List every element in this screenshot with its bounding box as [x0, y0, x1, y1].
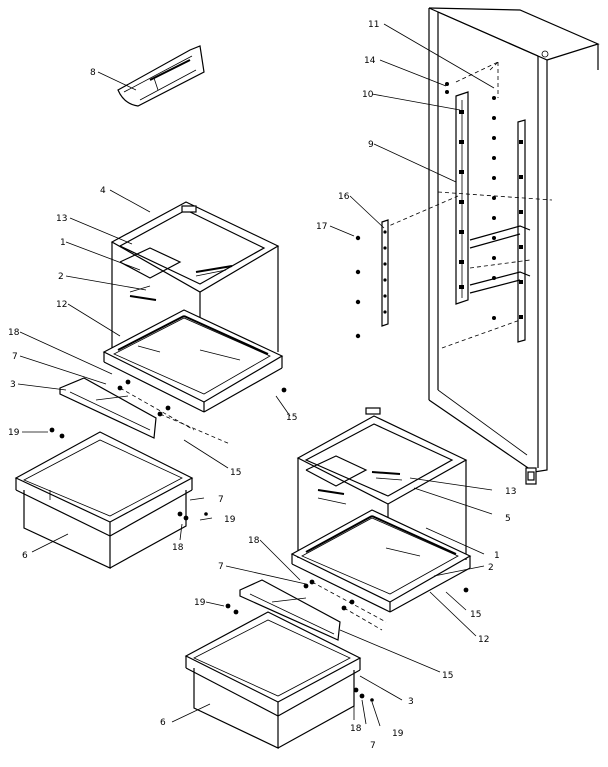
part-8-trough	[117, 45, 205, 107]
callout-1: 1	[60, 238, 66, 248]
callout-17: 17	[316, 222, 327, 232]
cabinet-liner	[428, 7, 600, 485]
callout-7: 7	[218, 562, 224, 572]
callout-7: 7	[370, 741, 376, 751]
callout-2: 2	[58, 272, 64, 282]
callout-15: 15	[442, 671, 453, 681]
callout-3: 3	[408, 697, 414, 707]
callout-19: 19	[392, 729, 404, 739]
callout-19: 19	[224, 515, 236, 525]
callout-7: 7	[218, 495, 224, 505]
callout-15: 15	[286, 413, 297, 423]
callout-18: 18	[8, 328, 20, 338]
callout-5: 5	[505, 514, 511, 524]
callout-11: 11	[368, 20, 379, 30]
callout-2: 2	[488, 563, 494, 573]
upper-shelf-frame	[102, 309, 284, 413]
callout-15: 15	[230, 468, 241, 478]
callout-18: 18	[172, 543, 184, 553]
callout-8: 8	[90, 68, 96, 78]
callout-13: 13	[56, 214, 67, 224]
upper-front-bar	[49, 377, 287, 445]
callout-3: 3	[10, 380, 16, 390]
callout-1: 1	[494, 551, 500, 561]
liner-screws	[445, 82, 496, 320]
callout-19: 19	[8, 428, 20, 438]
support-brackets	[437, 191, 553, 349]
guide-lines	[383, 61, 499, 229]
callout-18: 18	[248, 536, 260, 546]
callout-14: 14	[364, 56, 376, 66]
callout-18: 18	[350, 724, 362, 734]
shelf-rail-right	[517, 119, 526, 343]
callout-12: 12	[478, 635, 489, 645]
callout-7: 7	[12, 352, 18, 362]
lower-front-bar	[225, 579, 469, 641]
callout-19: 19	[194, 598, 206, 608]
callout-10: 10	[362, 90, 374, 100]
callout-labels: 8 4 13 1 2 12 18 7 3 19 15 15 7 19 18 6 …	[8, 20, 516, 751]
callout-4: 4	[100, 186, 106, 196]
callout-15: 15	[470, 610, 481, 620]
callout-6: 6	[160, 718, 166, 728]
callout-16: 16	[338, 192, 350, 202]
leader-lines	[17, 23, 495, 727]
lower-crisper-cover	[296, 407, 468, 560]
callout-12: 12	[56, 300, 67, 310]
callout-9: 9	[368, 140, 374, 150]
lower-shelf-frame	[290, 509, 472, 613]
callout-6: 6	[22, 551, 28, 561]
upper-crisper-drawer	[14, 431, 208, 569]
lower-crisper-drawer	[184, 611, 374, 749]
upper-crisper-cover	[110, 201, 280, 354]
shelf-rail-left	[455, 91, 469, 305]
bracket-16	[355, 219, 389, 339]
callout-13: 13	[505, 487, 516, 497]
